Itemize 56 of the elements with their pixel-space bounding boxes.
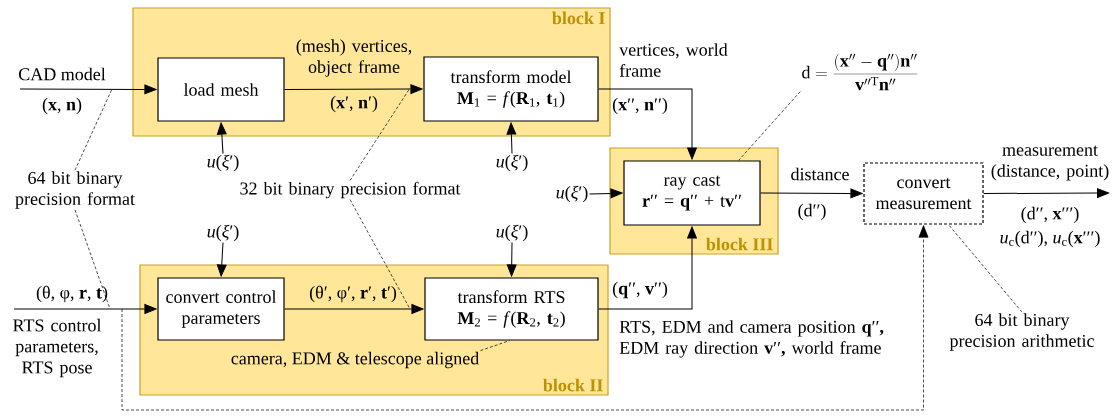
arrow xyxy=(216,122,227,155)
leader-line xyxy=(480,340,510,351)
arrow xyxy=(598,226,697,310)
block-label: block III xyxy=(706,237,773,251)
block-label: block II xyxy=(543,378,603,392)
annotation-text: (x, n) xyxy=(42,97,82,115)
edge-label: measurement (distance, point) xyxy=(991,145,1109,181)
arrow xyxy=(589,188,623,199)
edge-label: (θ, φ, r, t) xyxy=(36,285,108,303)
arrow xyxy=(760,188,863,199)
edge-label: (mesh) vertices, object frame xyxy=(296,39,412,77)
leader-line xyxy=(349,199,411,310)
annotation-text: (d′′) xyxy=(798,203,826,221)
annotation-text: (x′′, n′′) xyxy=(612,97,668,115)
annotation-text: 64 bit binary precision arithmetic xyxy=(949,313,1094,351)
annotation-text: camera, EDM & telescope aligned xyxy=(231,351,480,369)
edge-label: CAD model xyxy=(19,67,106,81)
annotation-text: u$_{c}$(d′′), u$_{c}$(x′′′) xyxy=(1000,230,1100,248)
annotation-text: (x′, n′) xyxy=(330,95,378,113)
edge-label: distance xyxy=(791,167,849,181)
edge-label: (θ′, φ′, r′, t′) xyxy=(309,285,397,303)
process-box: ray cast r′′ = q′′ + tv′′ xyxy=(623,160,761,226)
annotation-text: RTS control parameters, RTS pose xyxy=(13,318,102,378)
annotation-text: 64 bit binary precision format xyxy=(15,171,135,209)
annotation-text: u(ξ′) xyxy=(556,185,588,203)
leader-line xyxy=(349,87,411,181)
arrow xyxy=(598,88,697,160)
dashed-arrow xyxy=(121,225,929,411)
leader-line xyxy=(948,224,1023,313)
leader-line xyxy=(74,88,113,171)
annotation-text: 32 bit binary precision format xyxy=(240,181,461,199)
annotation-text: u(ξ′) xyxy=(496,154,528,172)
formula: $\mathrm{d} = \frac{(\mathbf{x}'' - \mathbf{q}'')\mathbf{n}''}{\mathbf{v}''^{\mathrm{T}}\mathbf{n}''}$ xyxy=(802,53,918,91)
annotation-text: RTS, EDM and camera position q′′, EDM ray direction v′′, world frame xyxy=(619,320,884,358)
annotation-text: u(ξ′) xyxy=(496,224,528,242)
arrow xyxy=(13,304,157,314)
edge-label: (q′′, v′′) xyxy=(612,281,668,299)
block-label: block I xyxy=(552,11,605,25)
leader-line xyxy=(738,91,801,161)
arrow xyxy=(19,84,157,95)
arrow xyxy=(506,122,517,155)
edge-label: vertices, world frame xyxy=(619,43,728,77)
annotation-text: u(ξ′) xyxy=(207,154,239,172)
arrow xyxy=(216,241,227,277)
dashed-process-box: convert measurement xyxy=(863,162,984,225)
process-box: convert control parameters xyxy=(157,277,285,341)
arrow xyxy=(506,241,517,277)
leader-line xyxy=(74,209,111,310)
arrow xyxy=(284,304,424,314)
annotation-text: u(ξ′) xyxy=(207,224,239,242)
process-box: load mesh xyxy=(157,57,285,122)
arrow xyxy=(284,84,423,94)
process-box: transform RTS M$_{2}$ = f(R$_{2}$, t$_{2}$) xyxy=(424,277,599,341)
annotation-text: (d′′, x′′′) xyxy=(1021,206,1079,224)
process-box: transform model M$_{1}$ = f(R$_{1}$, t$_{1}$) xyxy=(423,56,599,122)
arrow xyxy=(983,188,1110,198)
